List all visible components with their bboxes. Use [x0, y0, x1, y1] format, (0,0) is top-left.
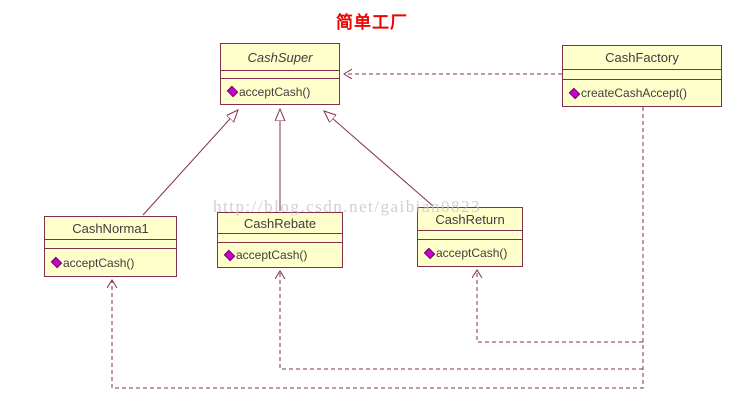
- methods-compartment: acceptCash(): [218, 242, 342, 267]
- attrs-compartment: [218, 233, 342, 242]
- class-box-cashrebate: CashRebate acceptCash(): [217, 212, 343, 268]
- class-name-cashreturn: CashReturn: [435, 211, 505, 227]
- class-box-cashfactory: CashFactory createCashAccept(): [562, 45, 722, 107]
- class-box-cashsuper: CashSuper acceptCash(): [220, 43, 340, 105]
- methods-compartment: acceptCash(): [418, 239, 522, 266]
- class-name-cashfactory: CashFactory: [605, 50, 679, 65]
- attrs-compartment: [563, 69, 721, 79]
- methods-compartment: acceptCash(): [221, 78, 339, 104]
- diagram-title: 简单工厂: [336, 13, 408, 32]
- method-label: createCashAccept(): [581, 86, 688, 100]
- class-name-cashnormal: CashNorma1: [72, 220, 149, 236]
- attrs-compartment: [221, 70, 339, 78]
- generalization-cashreturn-to-cashsuper: [324, 111, 434, 207]
- dependency-cashfactory-to-cashreturn: [477, 270, 643, 343]
- operation-icon: [226, 85, 239, 98]
- dependency-cashfactory-to-cashrebate: [280, 271, 643, 370]
- operation-icon: [50, 256, 63, 269]
- operation-icon: [568, 87, 581, 99]
- method-label: acceptCash(): [436, 246, 508, 260]
- operation-icon: [223, 249, 236, 261]
- method-label: acceptCash(): [239, 84, 311, 99]
- generalization-cashnormal-to-cashsuper: [142, 110, 238, 216]
- class-box-cashnormal: CashNorma1 acceptCash(): [44, 216, 177, 277]
- attrs-compartment: [418, 230, 522, 239]
- method-label: acceptCash(): [236, 248, 308, 262]
- class-name-cashrebate: CashRebate: [243, 215, 317, 231]
- methods-compartment: createCashAccept(): [563, 79, 721, 106]
- class-name-cashsuper: CashSuper: [247, 49, 313, 65]
- methods-compartment: acceptCash(): [45, 248, 176, 276]
- dependency-cashfactory-to-cashnormal: [112, 107, 644, 389]
- operation-icon: [423, 247, 436, 259]
- method-label: acceptCash(): [63, 255, 135, 270]
- class-box-cashreturn: CashReturn acceptCash(): [417, 207, 523, 267]
- attrs-compartment: [45, 239, 176, 248]
